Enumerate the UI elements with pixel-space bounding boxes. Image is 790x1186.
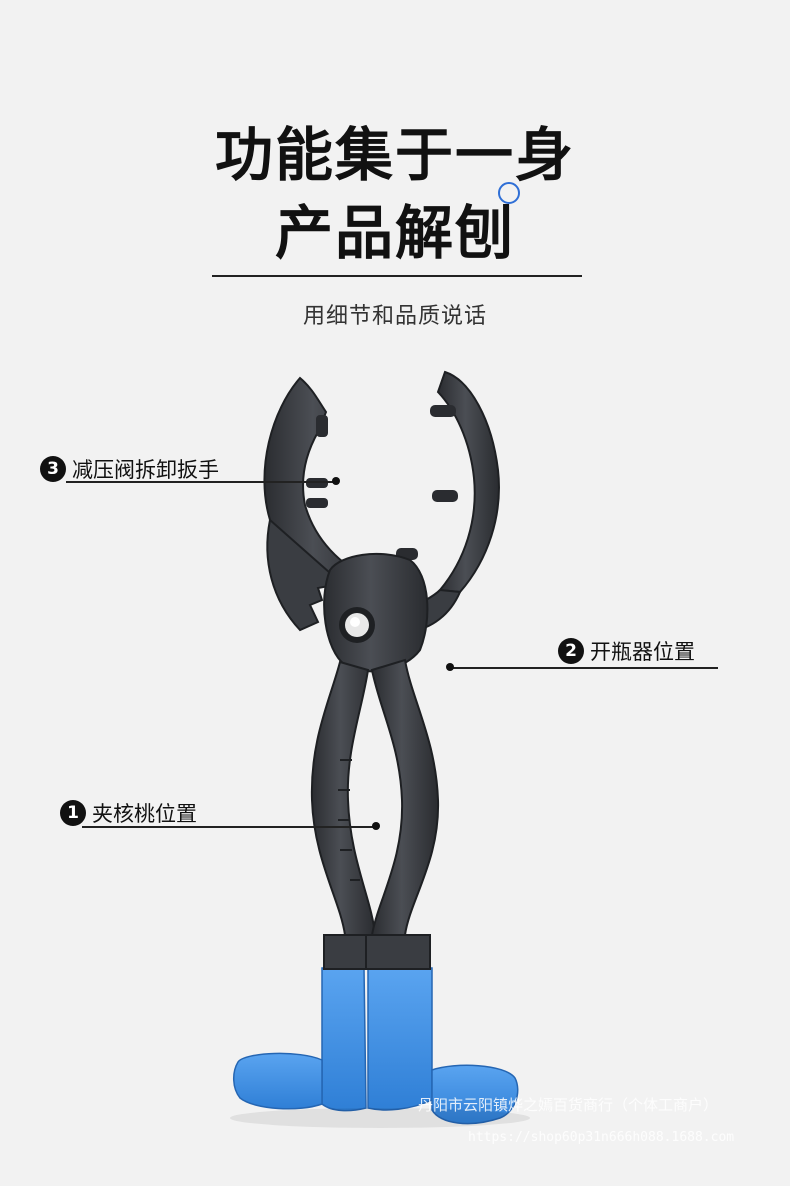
callout-1-leader xyxy=(82,826,376,828)
callout-1-number: 1 xyxy=(60,800,86,826)
callout-2-number: 2 xyxy=(558,638,584,664)
callout-3-text: 减压阀拆卸扳手 xyxy=(72,458,219,482)
callout-3-leader xyxy=(66,481,336,483)
callout-2-leader xyxy=(452,667,718,669)
callout-3-dot xyxy=(332,477,340,485)
shop-watermark: 丹阳市云阳镇烨之嫣百货商行（个体工商户） xyxy=(418,1096,719,1114)
title-divider xyxy=(212,275,582,277)
page-title-line1: 功能集于一身 xyxy=(214,121,575,189)
shop-url-watermark: https://shop60p31n666h088.1688.com xyxy=(468,1130,735,1145)
callout-1-text: 夹核桃位置 xyxy=(92,802,197,826)
page-title-line2: 产品解刨 xyxy=(274,199,515,267)
callout-3-number: 3 xyxy=(40,456,66,482)
callout-2-text: 开瓶器位置 xyxy=(590,640,695,664)
page-subtitle: 用细节和品质说话 xyxy=(302,304,487,329)
blue-ring-icon xyxy=(498,182,520,204)
callout-2-dot xyxy=(446,663,454,671)
callout-1-dot xyxy=(372,822,380,830)
